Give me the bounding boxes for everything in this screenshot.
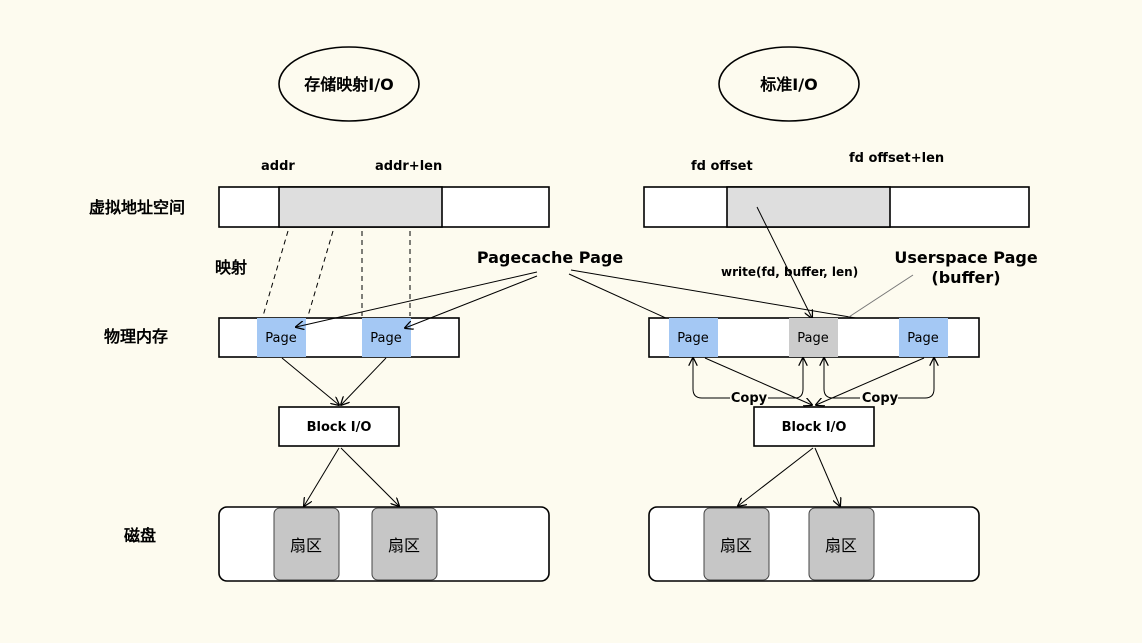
copy-2-bg	[860, 389, 898, 405]
copy-2-label: Copy	[862, 391, 899, 406]
right-page-2-label: Page	[907, 331, 938, 346]
right-page-2	[899, 318, 948, 357]
right-mapped-region	[726, 186, 891, 228]
left-block-io-label: Block I/O	[307, 420, 372, 435]
left-sector-1-label: 扇区	[290, 536, 322, 555]
left-page-2	[362, 318, 411, 357]
mapping-lines	[262, 230, 411, 317]
title-standard-text: 标准I/O	[759, 75, 817, 94]
left-page-2-label: Page	[370, 331, 401, 346]
write-arrow	[756, 206, 812, 318]
label-addr: addr	[261, 159, 295, 174]
right-sector-1-label: 扇区	[720, 536, 752, 555]
left-sector-2	[371, 507, 438, 581]
label-virtual-address-space: 虚拟地址空间	[89, 198, 185, 217]
copy-1-bg	[730, 389, 768, 405]
right-block-io-label: Block I/O	[782, 420, 847, 435]
title-standard-io: 标准I/O	[718, 46, 860, 122]
right-block-io	[753, 406, 875, 447]
title-mmap-io: 存储映射I/O	[278, 46, 420, 122]
left-virtual-address-bar	[218, 186, 550, 228]
left-sector-1	[273, 507, 340, 581]
pagecache-page-label: Pagecache Page	[477, 248, 624, 267]
right-sector-2	[808, 507, 875, 581]
left-block-io	[278, 406, 400, 447]
label-mapping: 映射	[215, 258, 247, 277]
copy-1-label: Copy	[731, 391, 768, 406]
left-page-to-block-arrows	[281, 357, 387, 405]
right-page-buffer	[789, 318, 838, 357]
label-physical-memory: 物理内存	[104, 327, 168, 346]
right-page-to-block-arrows	[704, 357, 925, 405]
right-sector-2-label: 扇区	[825, 536, 857, 555]
label-disk: 磁盘	[124, 526, 156, 545]
right-page-1	[669, 318, 718, 357]
right-page-buffer-label: Page	[797, 331, 828, 346]
left-physical-memory-bar: Page Page	[218, 317, 460, 358]
left-block-to-disk-arrows	[304, 447, 399, 506]
right-virtual-address-bar	[643, 186, 1030, 228]
right-page-1-label: Page	[677, 331, 708, 346]
userspace-page-sub-label: (buffer)	[931, 268, 1000, 287]
left-mapped-region	[278, 186, 443, 228]
label-addr-len: addr+len	[375, 159, 442, 174]
right-block-to-disk-arrows	[738, 447, 840, 506]
left-sector-2-label: 扇区	[388, 536, 420, 555]
left-page-1-label: Page	[265, 331, 296, 346]
label-fd-offset: fd offset	[691, 159, 753, 174]
left-disk: 扇区 扇区	[218, 506, 550, 582]
userspace-page-label: Userspace Page	[894, 248, 1037, 267]
write-call-label: write(fd, buffer, len)	[721, 265, 858, 279]
right-sector-1	[703, 507, 770, 581]
title-mmap-text: 存储映射I/O	[304, 75, 393, 94]
right-disk: 扇区 扇区	[648, 506, 980, 582]
right-physical-memory-bar: Page Page Page	[648, 317, 980, 358]
label-fd-offset-len: fd offset+len	[849, 151, 944, 166]
